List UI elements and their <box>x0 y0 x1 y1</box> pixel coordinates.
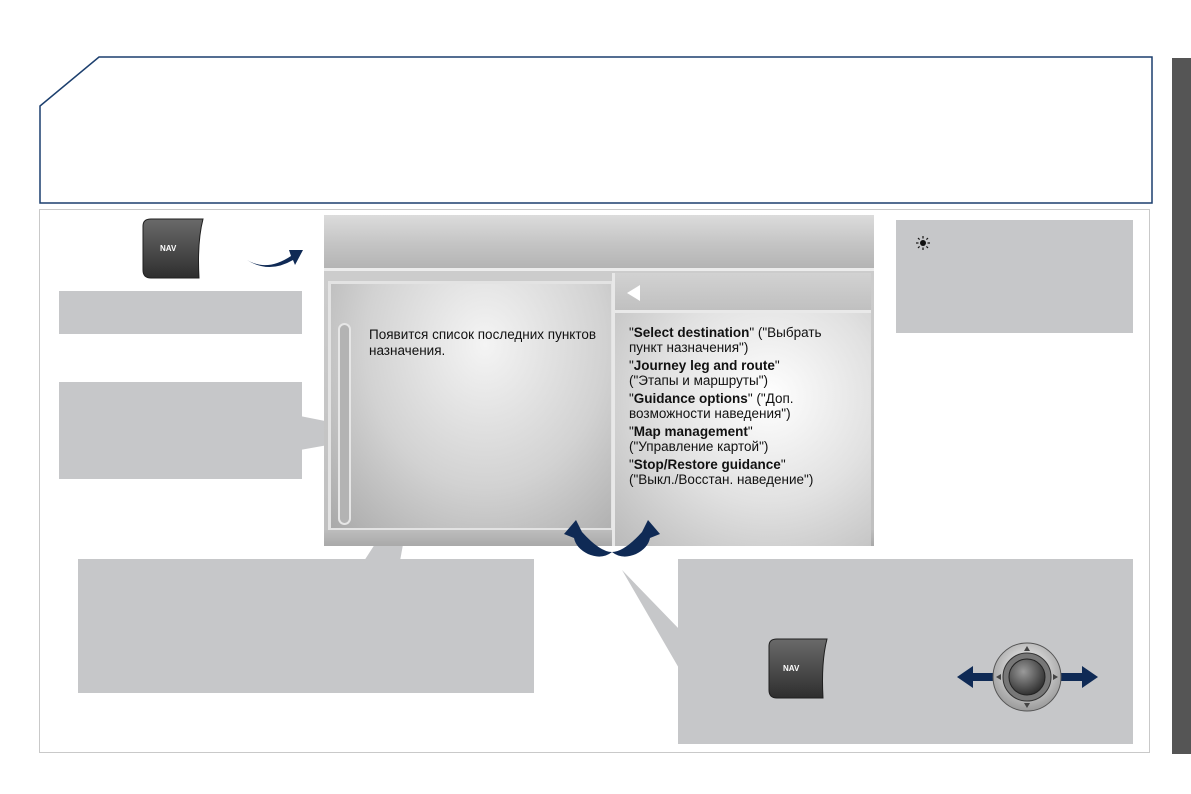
menu-item-journey-leg-and-route[interactable]: "Journey leg and route"("Этапы и маршрут… <box>629 358 780 388</box>
navigation-screen: Появится список последних пунктов назнач… <box>324 215 874 546</box>
nav-button-label: NAV <box>160 244 177 253</box>
menu-item-map-management[interactable]: "Map management"("Управление картой") <box>629 424 769 454</box>
header-frame <box>39 56 1153 204</box>
nav-button-bottom[interactable]: NAV <box>765 638 831 700</box>
recent-destinations-text: Появится список последних пунктов назнач… <box>369 327 597 358</box>
light-bulb-icon <box>916 236 930 250</box>
screen-title-bar <box>324 215 874 268</box>
menu-item-guidance-options[interactable]: "Guidance options" ("Доп.возможности нав… <box>629 391 794 421</box>
menu-title-bar <box>615 273 871 313</box>
side-tab-bar <box>1172 58 1191 754</box>
callout-pointer-bottom-right <box>622 570 680 670</box>
tip-panel <box>896 220 1133 333</box>
back-arrow-icon[interactable] <box>627 285 640 301</box>
callout-panel-small <box>59 291 302 334</box>
screen-divider <box>324 268 874 271</box>
left-arrow-icon <box>957 666 995 688</box>
nav-button-bottom-label: NAV <box>783 664 800 673</box>
recent-destinations-panel <box>328 281 614 531</box>
rotate-arrows-icon <box>564 520 660 557</box>
callout-panel-bottom-right <box>678 559 1133 744</box>
callout-panel-bottom-left <box>78 559 534 693</box>
nav-button-top[interactable]: NAV <box>139 218 209 280</box>
joystick-icon[interactable] <box>955 640 1100 714</box>
callout-panel-mid <box>59 382 302 479</box>
menu-item-stop-restore-guidance[interactable]: "Stop/Restore guidance"("Выкл./Восстан. … <box>629 457 814 487</box>
right-arrow-icon <box>1060 666 1098 688</box>
scrollbar[interactable] <box>338 323 351 525</box>
content-frame <box>39 209 1150 753</box>
curved-arrow-icon <box>247 250 303 267</box>
